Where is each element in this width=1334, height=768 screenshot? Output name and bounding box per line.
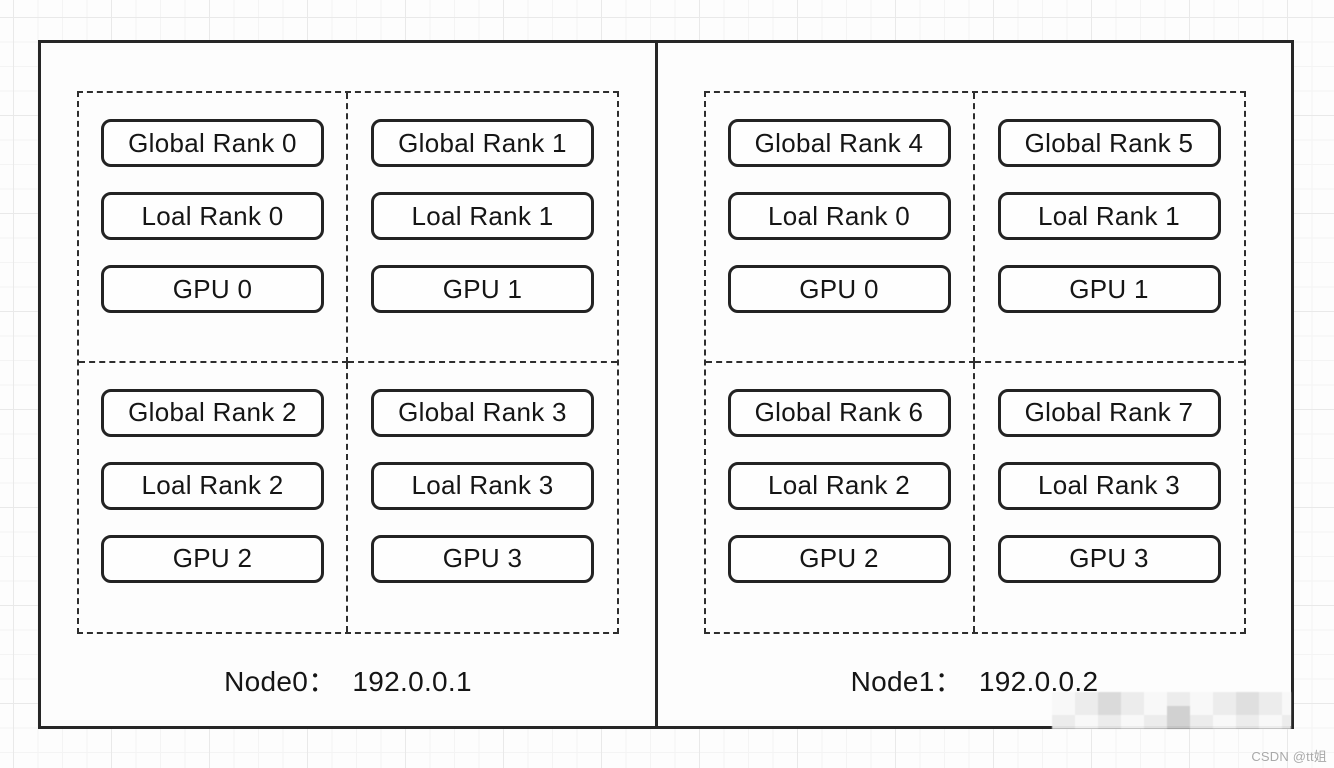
global-rank-chip: Global Rank 1 (371, 119, 594, 167)
node0-gpu1-cell: Global Rank 1 Loal Rank 1 GPU 1 (348, 93, 617, 363)
local-rank-chip: Loal Rank 0 (101, 192, 324, 240)
gpu-chip: GPU 1 (997, 265, 1221, 313)
gpu-chip: GPU 0 (101, 265, 324, 313)
node1-gpu2-cell: Global Rank 6 Loal Rank 2 GPU 2 (706, 362, 975, 632)
node0-gpu0-cell: Global Rank 0 Loal Rank 0 GPU 0 (79, 93, 348, 363)
mosaic-block (1236, 692, 1259, 715)
local-rank-chip: Loal Rank 3 (371, 461, 594, 510)
global-rank-chip: Global Rank 5 (997, 119, 1221, 167)
node0-section: Global Rank 0 Loal Rank 0 GPU 0 Global R… (41, 43, 658, 726)
gpu-chip: GPU 3 (997, 534, 1221, 583)
node0-gpu2-cell: Global Rank 2 Loal Rank 2 GPU 2 (79, 362, 348, 632)
local-rank-chip: Loal Rank 2 (727, 461, 951, 510)
global-rank-chip: Global Rank 4 (727, 119, 951, 167)
cluster-box: Global Rank 0 Loal Rank 0 GPU 0 Global R… (38, 40, 1294, 729)
node1-gpu-grid: Global Rank 4 Loal Rank 0 GPU 0 Global R… (703, 91, 1246, 634)
local-rank-chip: Loal Rank 2 (101, 461, 324, 510)
node1-gpu0-cell: Global Rank 4 Loal Rank 0 GPU 0 (705, 93, 975, 363)
global-rank-chip: Global Rank 3 (371, 388, 594, 437)
global-rank-chip: Global Rank 2 (101, 388, 324, 437)
gpu-chip: GPU 2 (101, 534, 324, 583)
local-rank-chip: Loal Rank 3 (997, 461, 1221, 510)
local-rank-chip: Loal Rank 1 (997, 192, 1221, 240)
censor-mosaic (1052, 692, 1291, 729)
node0-gpu-grid: Global Rank 0 Loal Rank 0 GPU 0 Global R… (77, 91, 619, 634)
local-rank-chip: Loal Rank 1 (371, 192, 594, 240)
node0-name: Node0： (224, 666, 337, 697)
global-rank-chip: Global Rank 6 (727, 388, 951, 437)
gpu-chip: GPU 2 (727, 534, 951, 583)
node1-ip: 192.0.0.2 (978, 666, 1099, 697)
node0-gpu3-cell: Global Rank 3 Loal Rank 3 GPU 3 (348, 363, 617, 633)
gpu-chip: GPU 1 (371, 265, 594, 313)
node0-label: Node0： 192.0.0.1 (224, 660, 472, 700)
global-rank-chip: Global Rank 7 (997, 388, 1221, 437)
node1-section: Global Rank 4 Loal Rank 0 GPU 0 Global R… (658, 43, 1291, 726)
global-rank-chip: Global Rank 0 (101, 119, 324, 167)
node1-gpu3-cell: Global Rank 7 Loal Rank 3 GPU 3 (975, 363, 1244, 633)
mosaic-block (1098, 692, 1121, 715)
node0-ip: 192.0.0.1 (352, 666, 472, 697)
watermark-text: CSDN @tt姐 (1251, 749, 1327, 764)
node1-gpu1-cell: Global Rank 5 Loal Rank 1 GPU 1 (974, 93, 1244, 363)
node1-label: Node1： 192.0.0.2 (851, 660, 1099, 700)
mosaic-block (1167, 706, 1190, 729)
node1-name: Node1： (850, 666, 963, 697)
gpu-chip: GPU 0 (727, 265, 951, 313)
local-rank-chip: Loal Rank 0 (727, 192, 951, 240)
gpu-chip: GPU 3 (371, 534, 594, 583)
